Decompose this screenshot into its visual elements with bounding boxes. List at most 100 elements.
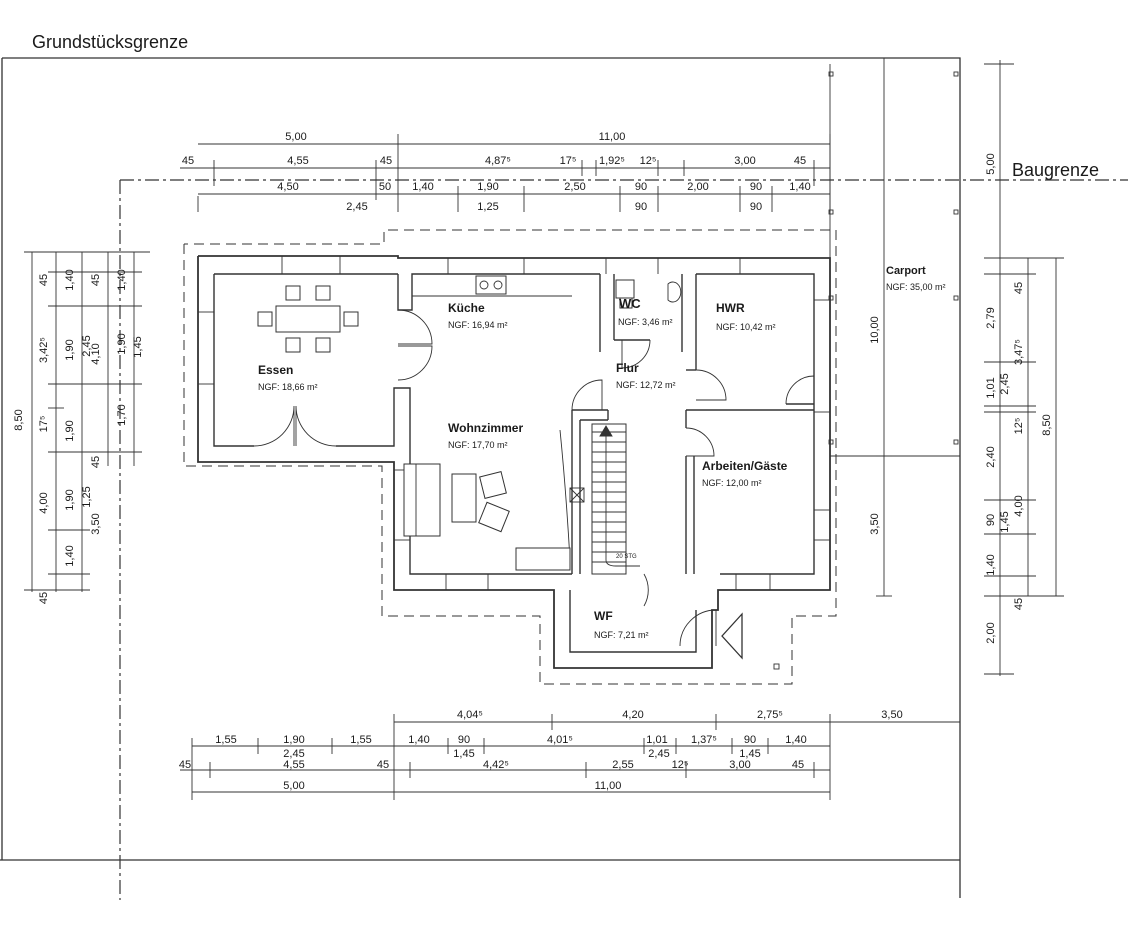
dimension-label: 2,45	[648, 748, 669, 760]
dimension-label: 45	[1013, 598, 1025, 610]
dimension-label: 11,00	[595, 780, 622, 792]
room-area-flur: NGF: 12,72 m²	[616, 380, 676, 390]
interior-walls	[571, 274, 814, 574]
dimension-label: 45	[90, 456, 102, 468]
dimension-label: 12⁵	[1013, 418, 1025, 435]
dimension-label: 2,79	[985, 307, 997, 328]
dimension-label: 1,90	[116, 333, 128, 354]
dimensions-right: 10,003,505,002,791,012,40901,402,002,451…	[869, 153, 1053, 643]
building-line-label: Baugrenze	[1012, 160, 1099, 180]
dimension-label: 4,00	[38, 492, 50, 513]
dimension-label: 90	[750, 201, 762, 213]
room-area-arbeiten: NGF: 12,00 m²	[702, 478, 762, 488]
room-name-carport: Carport	[886, 265, 926, 277]
dimension-label: 1,90	[283, 734, 304, 746]
dimension-label: 1,45	[453, 748, 474, 760]
dimension-label: 5,00	[285, 131, 306, 143]
dimension-label: 3,00	[729, 759, 750, 771]
dimension-label: 1,40	[412, 181, 433, 193]
dimension-label: 17⁵	[38, 416, 50, 433]
dimension-label: 1,40	[789, 181, 810, 193]
property-line	[0, 57, 961, 898]
dimension-label: 90	[750, 181, 762, 193]
dimension-label: 1,45	[999, 511, 1011, 532]
room-name-arbeiten: Arbeiten/Gäste	[702, 459, 788, 473]
room-name-wf: WF	[594, 609, 613, 623]
dimension-label: 1,92⁵	[599, 155, 625, 167]
stairs: 20 STG	[559, 423, 640, 575]
dimension-label: 2,50	[564, 181, 585, 193]
dimension-label: 4,00	[1013, 495, 1025, 516]
dimension-label: 4,20	[622, 709, 643, 721]
furniture	[257, 275, 743, 660]
room-area-wf: NGF: 7,21 m²	[594, 630, 649, 640]
dimension-label: 90	[635, 181, 647, 193]
dimension-label: 3,00	[734, 155, 755, 167]
roof-outline	[183, 229, 837, 685]
dimension-label: 1,40	[985, 554, 997, 575]
room-name-flur: Flur	[616, 361, 639, 375]
dimension-label: 3,50	[90, 513, 102, 534]
dimension-label: 2,55	[612, 759, 633, 771]
dimensions-left: 8,50453,42⁵17⁵4,00451,401,901,901,901,40…	[13, 269, 144, 604]
dimension-label: 90	[744, 734, 756, 746]
dimension-label: 1,40	[408, 734, 429, 746]
dimension-label: 1,25	[81, 486, 93, 507]
room-area-wohnzimmer: NGF: 17,70 m²	[448, 440, 508, 450]
dimension-label: 45	[1013, 282, 1025, 294]
dimension-label: 1,01	[646, 734, 667, 746]
doors	[253, 309, 815, 647]
dimension-label: 45	[377, 759, 389, 771]
exterior-walls	[197, 255, 831, 669]
dimension-label: 2,00	[687, 181, 708, 193]
dimension-label: 2,45	[999, 373, 1011, 394]
dimension-label: 45	[182, 155, 194, 167]
dimension-label: 2,45	[283, 748, 304, 760]
dimension-label: 45	[90, 274, 102, 286]
dimension-label: 1,70	[116, 404, 128, 425]
stair-label: 20 STG	[616, 554, 637, 560]
property-line-label: Grundstücksgrenze	[32, 32, 188, 52]
dimension-label: 17⁵	[560, 155, 577, 167]
dimension-label: 12⁵	[640, 155, 657, 167]
room-name-kueche: Küche	[448, 301, 485, 315]
dimension-label: 8,50	[1041, 414, 1053, 435]
dimension-label: 45	[792, 759, 804, 771]
dimension-lines	[24, 58, 1064, 800]
room-area-essen: NGF: 18,66 m²	[258, 382, 318, 392]
room-area-kueche: NGF: 16,94 m²	[448, 320, 508, 330]
room-name-wc: WC	[619, 296, 641, 311]
dimension-label: 1,40	[64, 269, 76, 290]
dimension-label: 4,50	[277, 181, 298, 193]
dimension-label: 2,00	[985, 622, 997, 643]
dimension-label: 1,55	[215, 734, 236, 746]
dimension-label: 4,87⁵	[485, 155, 511, 167]
room-area-hwr: NGF: 10,42 m²	[716, 322, 776, 332]
dimension-label: 1,37⁵	[691, 734, 717, 746]
room-area-wc: NGF: 3,46 m²	[618, 317, 673, 327]
dimension-label: 4,10	[90, 343, 102, 364]
dimension-label: 3,50	[881, 709, 902, 721]
dimension-label: 3,47⁵	[1013, 339, 1025, 365]
room-area-carport: NGF: 35,00 m²	[886, 282, 946, 292]
dimension-label: 3,42⁵	[38, 337, 50, 363]
dimension-label: 5,00	[985, 153, 997, 174]
dimension-label: 1,40	[785, 734, 806, 746]
dimension-label: 10,00	[869, 316, 881, 344]
dimension-label: 1,45	[739, 748, 760, 760]
room-labels: Essen NGF: 18,66 m² Küche NGF: 16,94 m² …	[258, 265, 946, 640]
dimension-label: 1,25	[477, 201, 498, 213]
dimension-label: 45	[179, 759, 191, 771]
dimension-label: 2,45	[81, 335, 93, 356]
dimension-label: 45	[38, 592, 50, 604]
dimension-label: 1,90	[477, 181, 498, 193]
room-name-essen: Essen	[258, 363, 293, 377]
building-line	[119, 179, 1128, 900]
dimension-label: 90	[985, 514, 997, 526]
room-name-wohnzimmer: Wohnzimmer	[448, 421, 523, 435]
dimension-label: 2,45	[346, 201, 367, 213]
dimension-label: 4,55	[283, 759, 304, 771]
dimension-label: 1,40	[64, 545, 76, 566]
